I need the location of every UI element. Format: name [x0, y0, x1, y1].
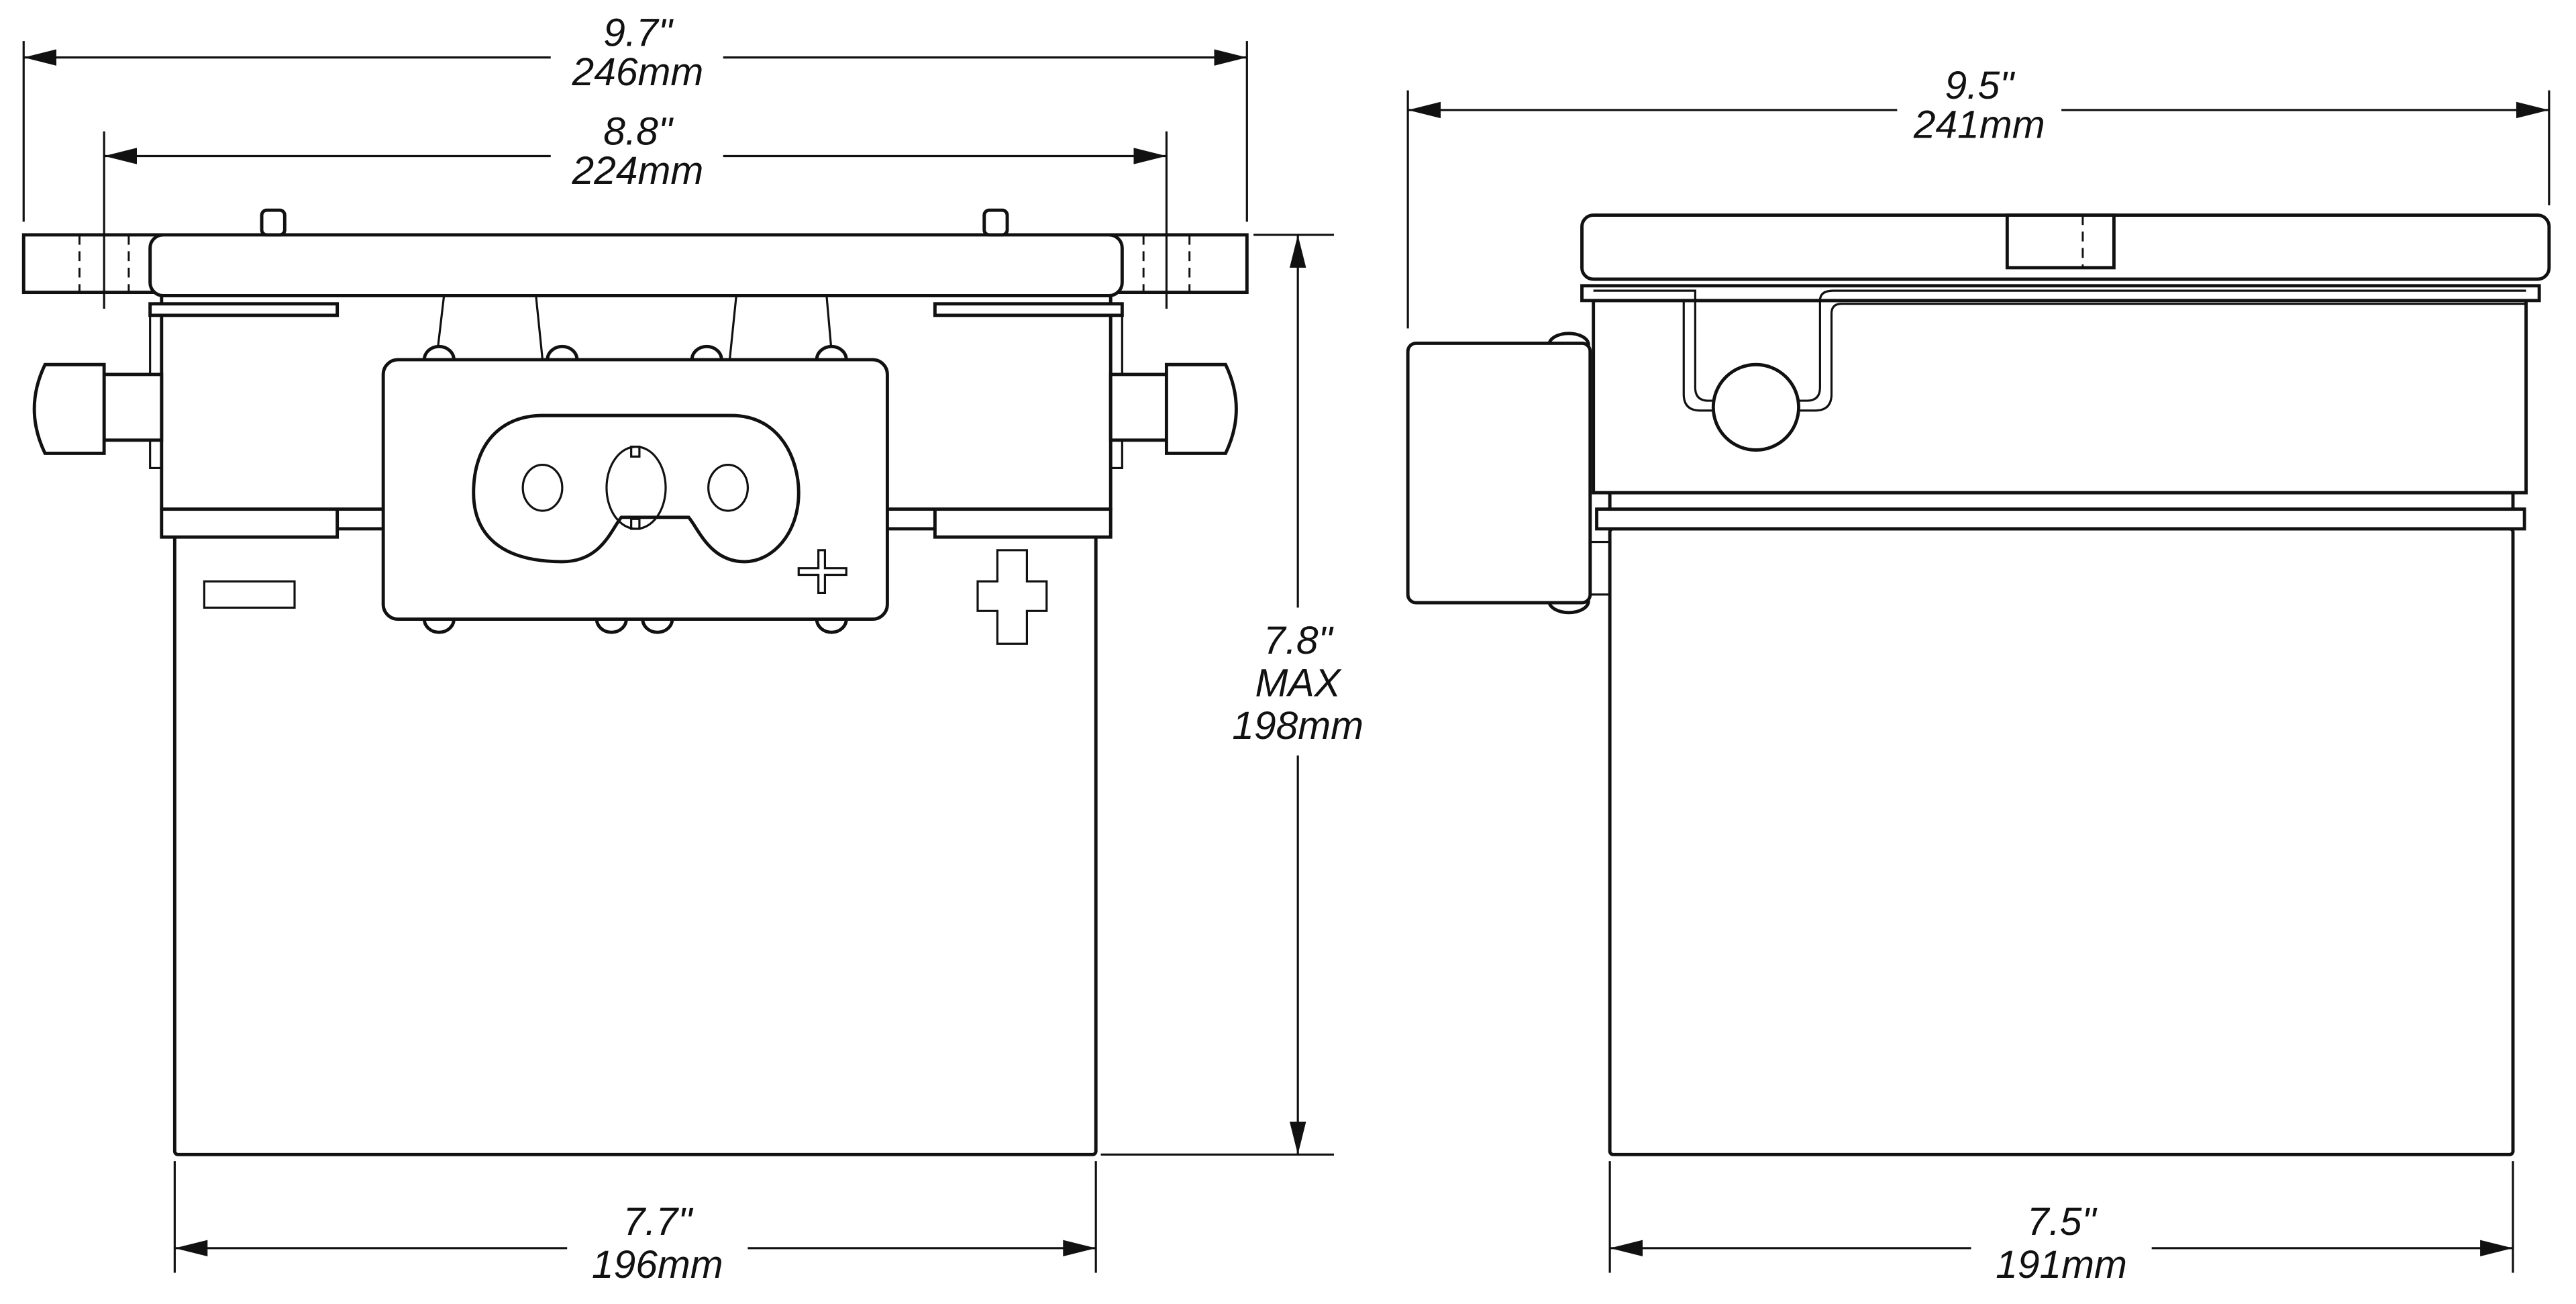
front-view: 9.7" 246mm 8.8" 224mm 7.8" MAX 198mm 7.7…	[21, 11, 1363, 1287]
lid	[148, 233, 1124, 297]
side-band	[1580, 284, 2541, 303]
right-collar	[933, 507, 1113, 539]
side-view: 9.5" 241mm 7.5" 191mm	[1406, 64, 2551, 1287]
height-qualifier: MAX	[1255, 662, 1342, 705]
side-rim	[1595, 507, 2526, 531]
bolt-right	[982, 208, 1009, 237]
plus-symbol	[976, 549, 1048, 645]
latch-knob	[1711, 362, 1800, 452]
height-mm: 198mm	[1232, 704, 1363, 748]
side-battery-body	[1608, 527, 2515, 1156]
overall-width-inches: 9.7"	[603, 11, 674, 55]
left-clip	[148, 302, 340, 317]
mount-width-mm: 224mm	[572, 149, 704, 193]
lid-tab	[2005, 213, 2116, 270]
small-plus-symbol	[797, 549, 847, 594]
side-handle	[1406, 341, 1592, 605]
base-width-inches: 7.7"	[623, 1200, 694, 1244]
right-clip	[933, 302, 1124, 317]
left-handle-knob	[32, 362, 106, 455]
bolt-left	[260, 208, 287, 237]
height-inches: 7.8"	[1264, 619, 1335, 662]
overall-depth-mm: 241mm	[1913, 103, 2045, 147]
mount-width-inches: 8.8"	[603, 109, 674, 153]
battery-body	[172, 527, 1098, 1156]
base-depth-inches: 7.5"	[2027, 1200, 2098, 1244]
right-handle-stem	[1109, 372, 1168, 442]
base-depth-mm: 191mm	[1996, 1243, 2127, 1287]
latch-bracket	[1593, 289, 2526, 412]
base-width-mm: 196mm	[592, 1243, 723, 1287]
overall-depth-inches: 9.5"	[1945, 64, 2016, 107]
minus-symbol	[203, 580, 296, 609]
left-handle-stem	[102, 372, 164, 442]
right-handle-knob	[1164, 362, 1238, 455]
overall-width-mm: 246mm	[572, 50, 704, 94]
left-collar	[160, 507, 340, 539]
connector-socket	[472, 413, 801, 564]
